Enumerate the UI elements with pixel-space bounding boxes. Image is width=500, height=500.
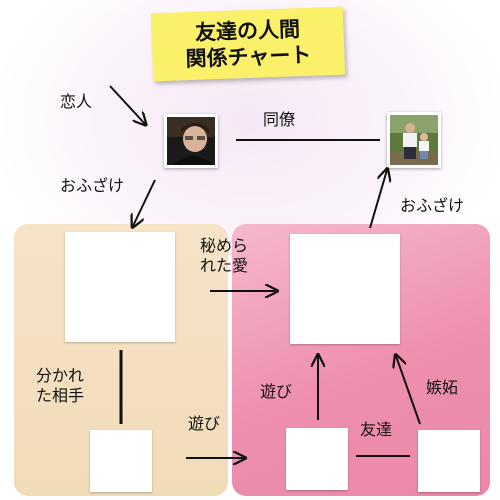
- person-node-right-main[interactable]: [290, 234, 400, 344]
- label-colleague: 同僚: [263, 110, 296, 129]
- person-photo-top-right[interactable]: [387, 112, 441, 168]
- label-play-bottom: 遊び: [188, 414, 221, 433]
- label-secret-love: 秘めら れた愛: [200, 236, 270, 276]
- label-ex-partner: 分かれ た相手: [36, 366, 106, 406]
- person-node-right-bottom-center[interactable]: [286, 428, 348, 490]
- label-ex-partner-line1: 分かれ: [36, 366, 85, 385]
- arrow-joking-right: [369, 170, 387, 229]
- arrow-joking-left: [133, 179, 156, 226]
- person-photo-top-left[interactable]: [164, 114, 218, 168]
- person-node-left-bottom[interactable]: [90, 430, 152, 492]
- family-photo-image: [390, 115, 438, 165]
- label-secret-love-line1: 秘めら: [200, 236, 249, 255]
- person-portrait-image: [167, 117, 215, 165]
- arrow-jealousy: [396, 356, 421, 425]
- label-joking-right: おふざけ: [400, 196, 465, 215]
- label-joking-left: おふざけ: [60, 176, 125, 195]
- person-node-right-bottom-right[interactable]: [418, 430, 480, 492]
- label-lovers: 恋人: [60, 92, 93, 111]
- label-friends: 友達: [360, 420, 393, 439]
- label-play-right: 遊び: [260, 382, 293, 401]
- label-jealousy: 嫉妬: [426, 378, 459, 397]
- label-secret-love-line2: れた愛: [200, 256, 249, 275]
- person-node-left-main[interactable]: [65, 232, 175, 342]
- arrow-lovers: [109, 85, 145, 124]
- label-ex-partner-line2: た相手: [36, 386, 85, 405]
